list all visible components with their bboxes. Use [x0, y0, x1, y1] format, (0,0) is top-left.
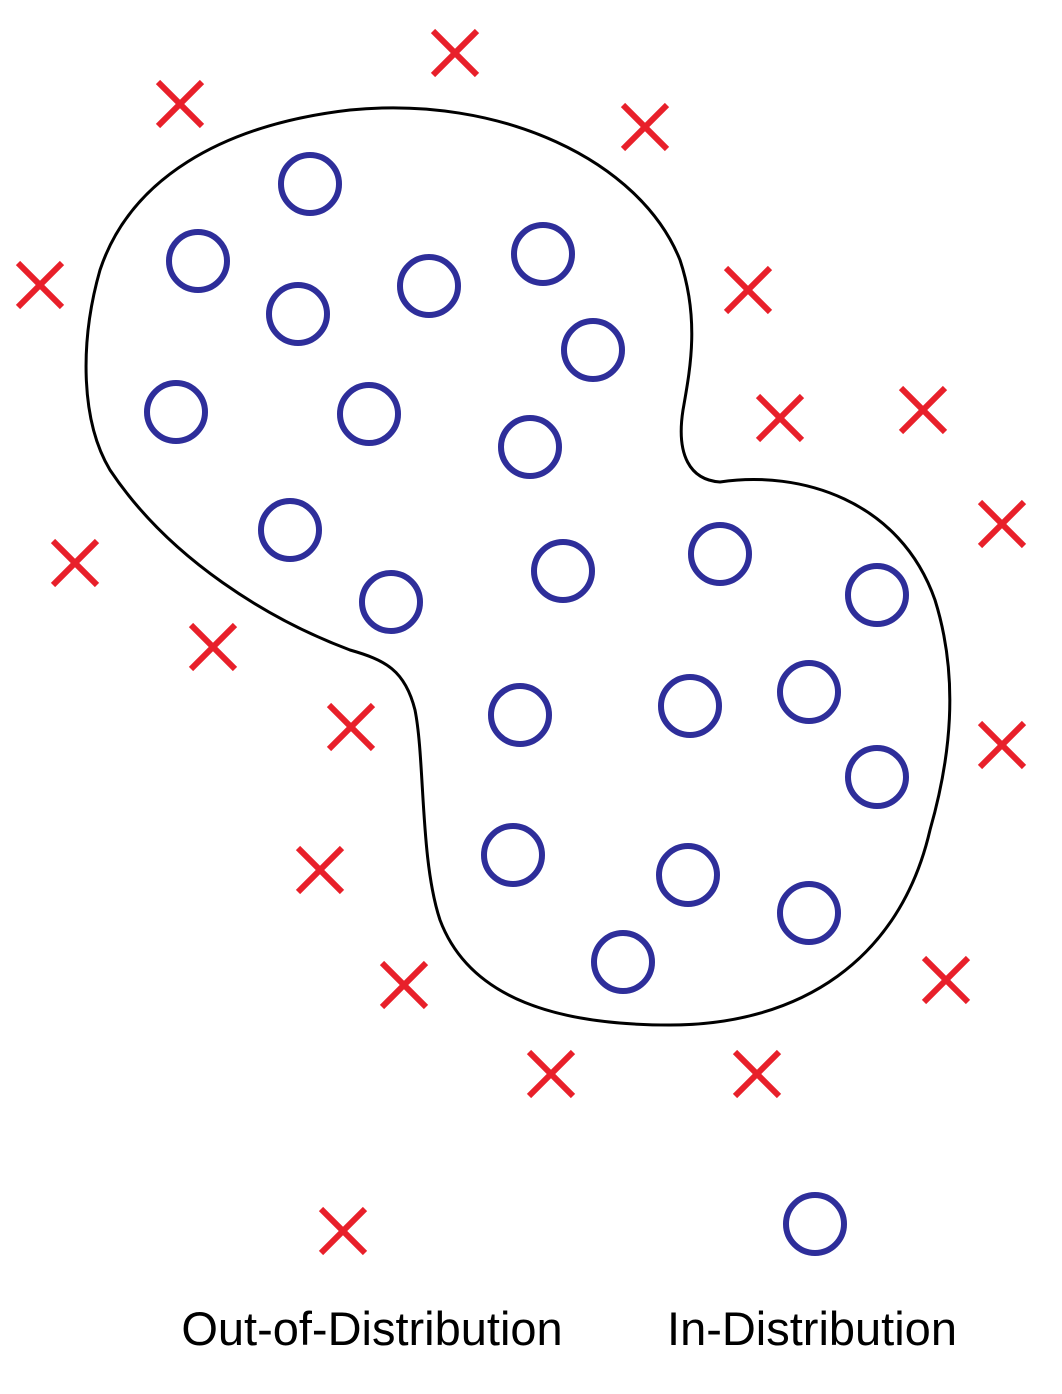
in-distribution-circle-icon — [591, 930, 655, 994]
in-distribution-circle-icon — [481, 823, 545, 887]
out-of-distribution-cross-icon — [898, 385, 948, 435]
out-of-distribution-cross-icon — [50, 538, 100, 588]
in-distribution-circle-icon — [397, 254, 461, 318]
in-distribution-circle-icon — [777, 881, 841, 945]
in-distribution-circle-icon — [278, 152, 342, 216]
in-distribution-circle-icon — [688, 522, 752, 586]
in-distribution-circle-icon — [658, 674, 722, 738]
out-of-distribution-cross-icon — [430, 28, 480, 78]
legend-ood-cross-icon — [318, 1206, 368, 1256]
in-distribution-circle-icon — [266, 282, 330, 346]
in-distribution-circle-icon — [337, 382, 401, 446]
in-distribution-circle-icon — [777, 660, 841, 724]
legend-ood-label: Out-of-Distribution — [181, 1302, 562, 1355]
out-of-distribution-cross-icon — [723, 265, 773, 315]
in-distribution-circle-icon — [258, 498, 322, 562]
out-of-distribution-cross-icon — [921, 955, 971, 1005]
legend-id-circle-icon — [783, 1192, 847, 1256]
out-of-distribution-cross-icon — [188, 622, 238, 672]
in-distribution-circle-icon — [166, 229, 230, 293]
out-of-distribution-cross-icon — [15, 260, 65, 310]
in-distribution-circle-icon — [845, 563, 909, 627]
out-of-distribution-cross-icon — [295, 845, 345, 895]
in-distribution-circle-icon — [531, 539, 595, 603]
out-of-distribution-cross-icon — [379, 960, 429, 1010]
in-distribution-circle-icon — [656, 843, 720, 907]
legend-circle-mark — [783, 1192, 847, 1256]
in-distribution-circle-icon — [488, 683, 552, 747]
in-distribution-circle-icon — [845, 745, 909, 809]
distribution-boundary — [84, 106, 952, 1027]
legend: Out-of-Distribution In-Distribution — [181, 1192, 957, 1355]
in-distribution-circle-icon — [498, 415, 562, 479]
out-of-distribution-cross-icon — [977, 499, 1027, 549]
out-of-distribution-cross-icon — [732, 1049, 782, 1099]
out-of-distribution-cross-icon — [526, 1049, 576, 1099]
out-of-distribution-cross-icon — [755, 393, 805, 443]
in-distribution-points — [144, 152, 909, 994]
out-of-distribution-cross-icon — [620, 102, 670, 152]
out-of-distribution-cross-icon — [977, 720, 1027, 770]
in-distribution-circle-icon — [359, 570, 423, 634]
in-distribution-circle-icon — [144, 380, 208, 444]
legend-id-label: In-Distribution — [667, 1302, 957, 1355]
out-of-distribution-cross-icon — [326, 702, 376, 752]
legend-cross-mark — [318, 1206, 368, 1256]
out-of-distribution-points — [15, 28, 1027, 1099]
out-of-distribution-cross-icon — [155, 79, 205, 129]
in-distribution-circle-icon — [561, 318, 625, 382]
in-distribution-circle-icon — [511, 222, 575, 286]
